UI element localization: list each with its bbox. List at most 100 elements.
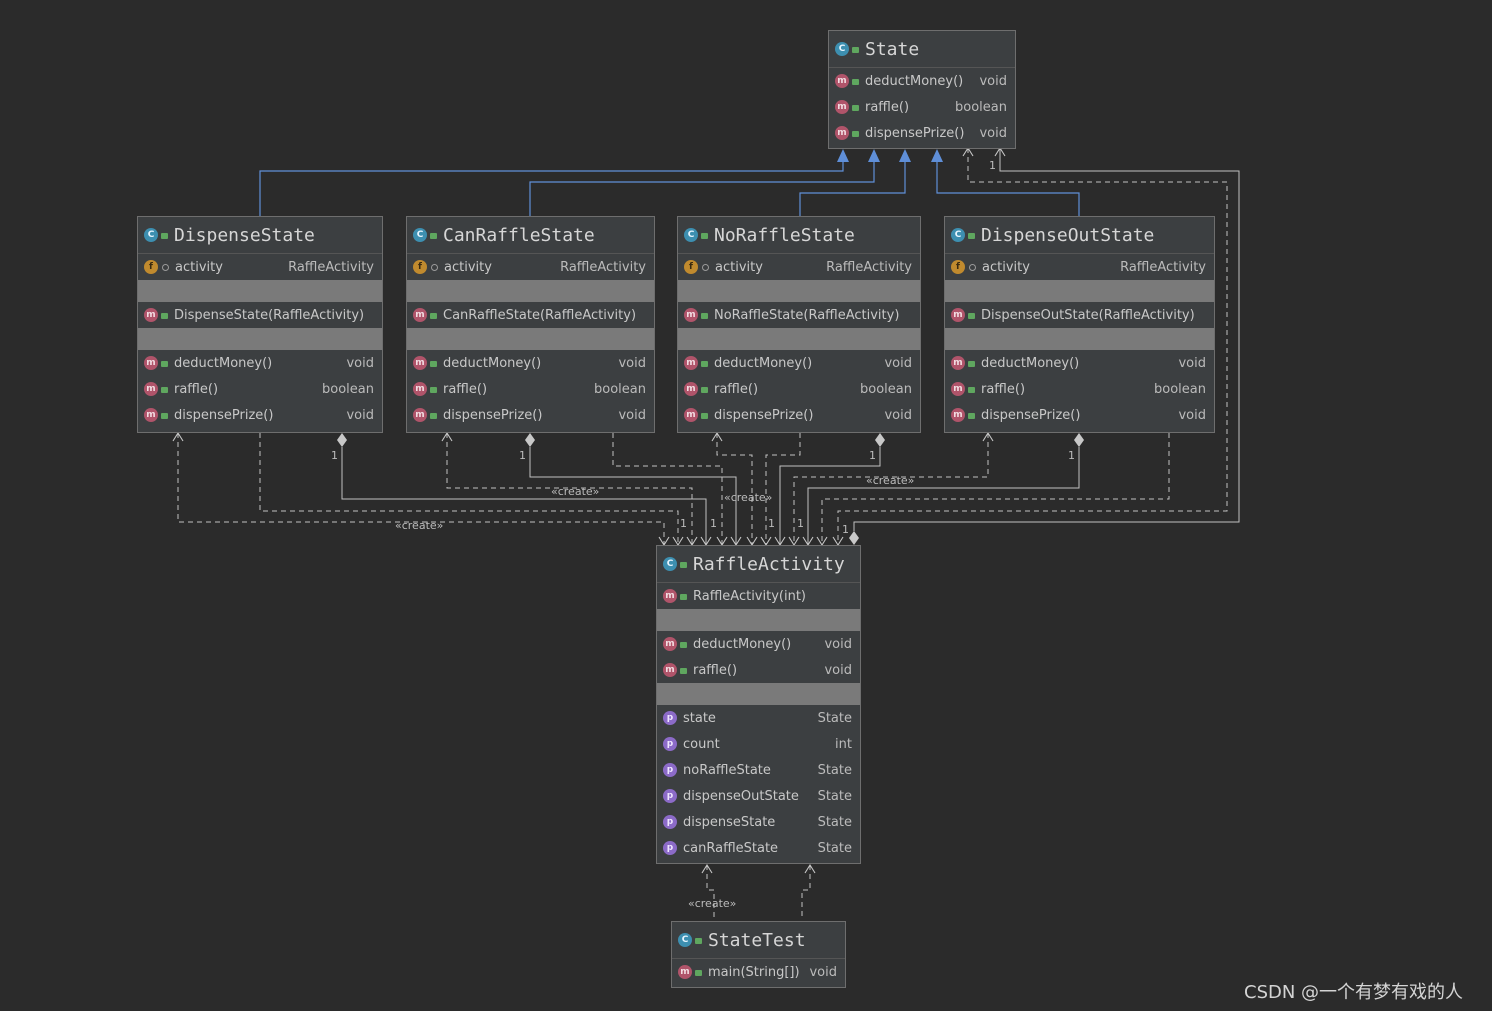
method-row[interactable]: m dispensePrize() void [407,402,654,428]
method-row[interactable]: m raffle() boolean [407,376,654,402]
method-row[interactable]: m raffle() boolean [678,376,920,402]
class-icon: C [144,228,158,242]
method-type: boolean [860,381,912,397]
public-lock-icon [852,47,859,53]
class-dispense-out-state[interactable]: C DispenseOutState f activity RaffleActi… [944,216,1215,433]
constructor-row[interactable]: m NoRaffleState(RaffleActivity) [678,302,920,328]
class-header: C State [829,31,1015,68]
create-label: «create» [866,474,914,487]
class-header: C DispenseOutState [945,217,1214,254]
method-icon: m [413,356,427,370]
association-edges [341,148,1240,545]
method-row[interactable]: m deductMoney() void [138,350,382,376]
method-row[interactable]: m dispensePrize() void [945,402,1214,428]
section-separator [657,683,860,705]
class-name: DispenseOutState [981,224,1155,246]
inheritance-arrowheads [837,149,943,162]
class-dispense-state[interactable]: C DispenseState f activity RaffleActivit… [137,216,383,433]
method-row[interactable]: m deductMoney() void [657,631,860,657]
constructor-row[interactable]: m DispenseState(RaffleActivity) [138,302,382,328]
method-row[interactable]: m deductMoney() void [678,350,920,376]
class-name: State [865,38,920,60]
constructor-name: DispenseOutState(RaffleActivity) [981,307,1195,323]
class-raffle-activity[interactable]: C RaffleActivity m RaffleActivity(int) m… [656,545,861,864]
public-lock-icon [852,131,859,137]
multiplicity-label: 1 [768,517,775,530]
open-arrowheads [172,146,1006,874]
section-separator [678,280,920,302]
method-name: raffle() [443,381,488,397]
property-row[interactable]: p dispenseOutState State [657,783,860,809]
constructor-row[interactable]: m DispenseOutState(RaffleActivity) [945,302,1214,328]
method-row[interactable]: m raffle() boolean [138,376,382,402]
class-name: DispenseState [174,224,315,246]
method-row[interactable]: m deductMoney() void [829,68,1015,94]
constructor-row[interactable]: m RaffleActivity(int) [657,583,860,609]
public-lock-icon [680,642,687,648]
multiplicity-label: 1 [1068,449,1075,462]
public-lock-icon [161,233,168,239]
static-method-icon: m [678,965,692,979]
field-type: RaffleActivity [288,259,374,275]
method-icon: m [951,408,965,422]
field-icon: f [144,260,158,274]
method-type: void [618,407,646,423]
method-name: deductMoney() [693,636,792,652]
public-lock-icon [430,361,437,367]
method-row[interactable]: m raffle() void [657,657,860,683]
public-lock-icon [695,970,702,976]
method-name: main(String[]) [708,964,800,980]
multiplicity-label: 1 [842,523,849,536]
constructor-row[interactable]: m CanRaffleState(RaffleActivity) [407,302,654,328]
class-icon: C [684,228,698,242]
field-row[interactable]: f activity RaffleActivity [945,254,1214,280]
property-icon: p [663,789,677,803]
class-state[interactable]: C State m deductMoney() void m raffle() … [828,30,1016,149]
public-lock-icon [430,387,437,393]
class-name: CanRaffleState [443,224,595,246]
constructor-name: RaffleActivity(int) [693,588,806,604]
method-row[interactable]: m dispensePrize() void [678,402,920,428]
class-can-raffle-state[interactable]: C CanRaffleState f activity RaffleActivi… [406,216,655,433]
method-type: void [809,964,837,980]
method-row[interactable]: m deductMoney() void [945,350,1214,376]
property-row[interactable]: p count int [657,731,860,757]
public-lock-icon [161,413,168,419]
method-icon: m [835,100,849,114]
field-name: activity [175,259,223,275]
property-row[interactable]: p state State [657,705,860,731]
method-row[interactable]: m main(String[]) void [672,959,845,985]
class-icon: C [663,557,677,571]
class-header: C StateTest [672,922,845,959]
method-row[interactable]: m raffle() boolean [945,376,1214,402]
class-state-test[interactable]: C StateTest m main(String[]) void [671,921,846,988]
method-name: deductMoney() [714,355,813,371]
property-row[interactable]: p noRaffleState State [657,757,860,783]
watermark: CSDN @一个有梦有戏的人 [1244,982,1464,1003]
method-type: void [884,355,912,371]
property-row[interactable]: p canRaffleState State [657,835,860,861]
field-row[interactable]: f activity RaffleActivity [138,254,382,280]
property-type: State [817,788,852,804]
method-row[interactable]: m raffle() boolean [829,94,1015,120]
property-icon: p [663,711,677,725]
public-lock-icon [161,361,168,367]
method-type: void [824,636,852,652]
property-icon: p [663,737,677,751]
method-icon: m [663,663,677,677]
constructor-name: NoRaffleState(RaffleActivity) [714,307,900,323]
property-name: count [683,736,720,752]
method-name: raffle() [981,381,1026,397]
class-no-raffle-state[interactable]: C NoRaffleState f activity RaffleActivit… [677,216,921,433]
property-row[interactable]: p dispenseState State [657,809,860,835]
class-header: C DispenseState [138,217,382,254]
method-row[interactable]: m dispensePrize() void [829,120,1015,146]
method-row[interactable]: m dispensePrize() void [138,402,382,428]
field-row[interactable]: f activity RaffleActivity [678,254,920,280]
field-row[interactable]: f activity RaffleActivity [407,254,654,280]
method-name: dispensePrize() [714,407,814,423]
field-name: activity [982,259,1030,275]
method-row[interactable]: m deductMoney() void [407,350,654,376]
method-icon: m [684,356,698,370]
method-icon: m [413,382,427,396]
